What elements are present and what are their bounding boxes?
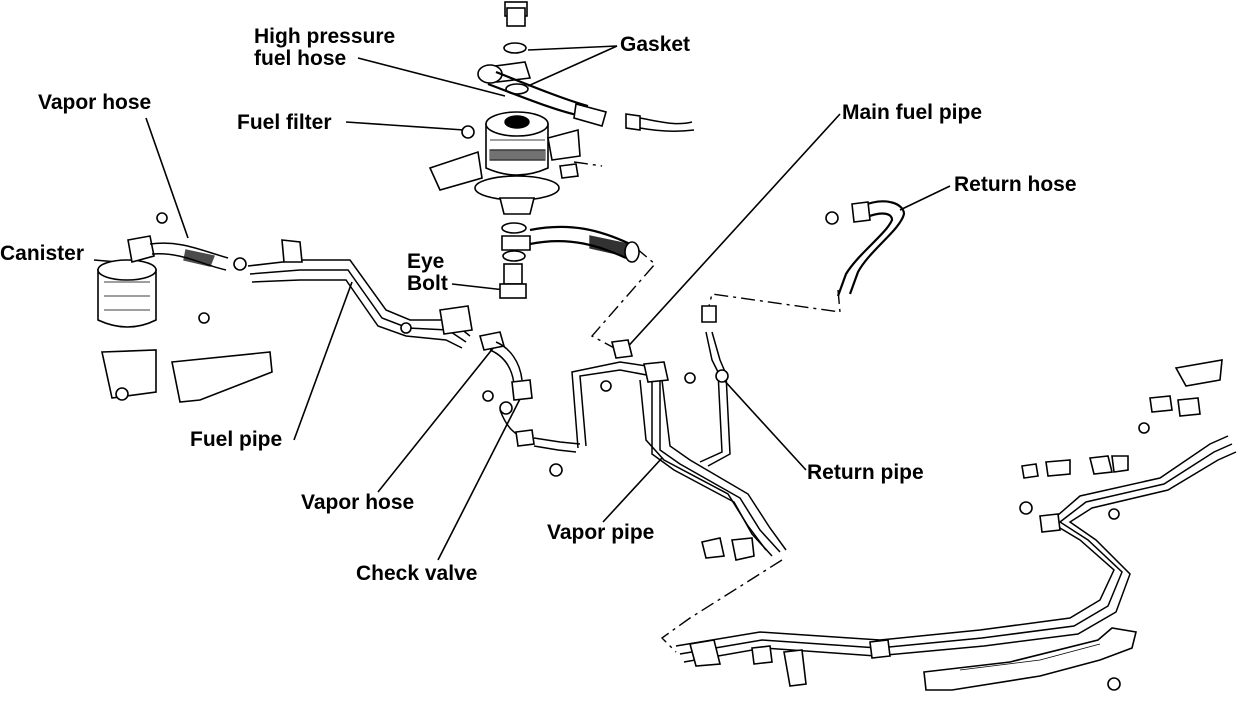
return-hose <box>825 200 906 297</box>
label-vapor-pipe: Vapor pipe <box>547 521 655 544</box>
canister <box>97 212 273 403</box>
label-gasket: Gasket <box>620 33 691 56</box>
label-return-hose: Return hose <box>954 173 1077 196</box>
label-main-fuel-pipe: Main fuel pipe <box>842 101 983 124</box>
high-pressure-fuel-hose <box>487 70 695 133</box>
underbody-pipes <box>675 359 1237 691</box>
label-fuel-pipe: Fuel pipe <box>190 428 283 451</box>
label-check-valve: Check valve <box>356 562 478 585</box>
vapor-hose-chain <box>478 331 581 477</box>
label-fuel-filter: Fuel filter <box>237 111 332 134</box>
label-eye-bolt: Eye Bolt <box>407 251 448 295</box>
label-vapor-hose-bottom: Vapor hose <box>301 491 415 514</box>
label-high-pressure-line1: High pressure <box>254 25 396 48</box>
leader-lines <box>93 45 951 561</box>
label-high-pressure-fuel-hose: High pressure fuel hose <box>254 26 395 70</box>
fuel-filter-assembly <box>428 1 640 299</box>
fuel-pipe-left <box>247 239 473 349</box>
label-return-pipe: Return pipe <box>807 461 924 484</box>
dashed-guides <box>573 161 841 653</box>
label-vapor-hose-top: Vapor hose <box>38 91 152 114</box>
pipe-bundle <box>571 305 787 561</box>
label-eye-bolt-line1: Eye <box>407 250 445 273</box>
label-high-pressure-line2: fuel hose <box>254 47 347 70</box>
label-canister: Canister <box>0 242 85 265</box>
label-eye-bolt-line2: Bolt <box>407 272 448 295</box>
